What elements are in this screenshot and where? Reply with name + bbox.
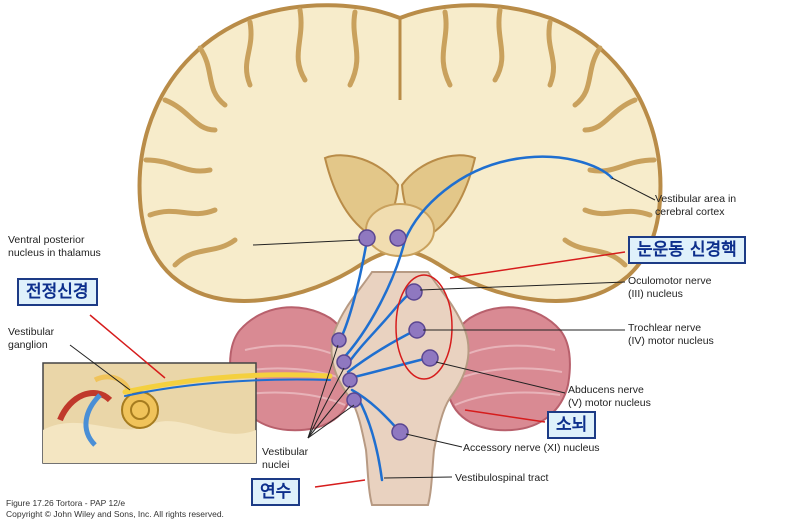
label-vestibular-nuclei: Vestibular nuclei [262, 446, 309, 471]
label-vestibulospinal: Vestibulospinal tract [455, 472, 549, 484]
ventral-posterior-nucleus-right [389, 229, 407, 247]
label-vestibular-ganglion: Vestibular ganglion [8, 326, 55, 351]
trochlear-nucleus [408, 321, 426, 339]
korean-label-medulla: 연수 [251, 478, 301, 506]
accessory-nucleus [391, 423, 409, 441]
nuclei [331, 229, 439, 441]
korean-label-oculomotor-nuclei: 눈운동 신경핵 [628, 236, 746, 264]
oculomotor-nucleus [405, 283, 423, 301]
label-vestibular-area: Vestibular area in cerebral cortex [655, 193, 737, 218]
abducens-nucleus [421, 349, 439, 367]
vestibular-nerve [122, 372, 333, 397]
korean-label-cerebellum: 소뇌 [547, 411, 597, 439]
vestibular-nucleus-4 [346, 392, 362, 408]
label-ventral-posterior: Ventral posterior nucleus in thalamus [8, 234, 101, 259]
vestibular-nucleus-1 [331, 332, 347, 348]
red-leader-lines [89, 251, 626, 488]
cochlea [121, 391, 159, 429]
korean-label-vestibular-nerve: 전정신경 [17, 278, 98, 306]
figure-caption: Figure 17.26 Tortora - PAP 12/e Copyrigh… [6, 498, 224, 519]
leader-lines [69, 177, 656, 479]
label-abducens: Abducens nerve (V) motor nucleus [568, 384, 651, 409]
vestibular-nucleus-3 [342, 372, 358, 388]
label-oculomotor: Oculomotor nerve (III) nucleus [628, 275, 712, 300]
vestibular-nucleus-2 [336, 354, 352, 370]
cortical-sulci [143, 7, 657, 268]
cerebellum [229, 306, 571, 432]
oculomotor-nuclei-highlight [395, 274, 453, 380]
ventral-posterior-nucleus-left [358, 229, 376, 247]
label-accessory: Accessory nerve (XI) nucleus [463, 442, 600, 454]
label-trochlear: Trochlear nerve (IV) motor nucleus [628, 322, 714, 347]
